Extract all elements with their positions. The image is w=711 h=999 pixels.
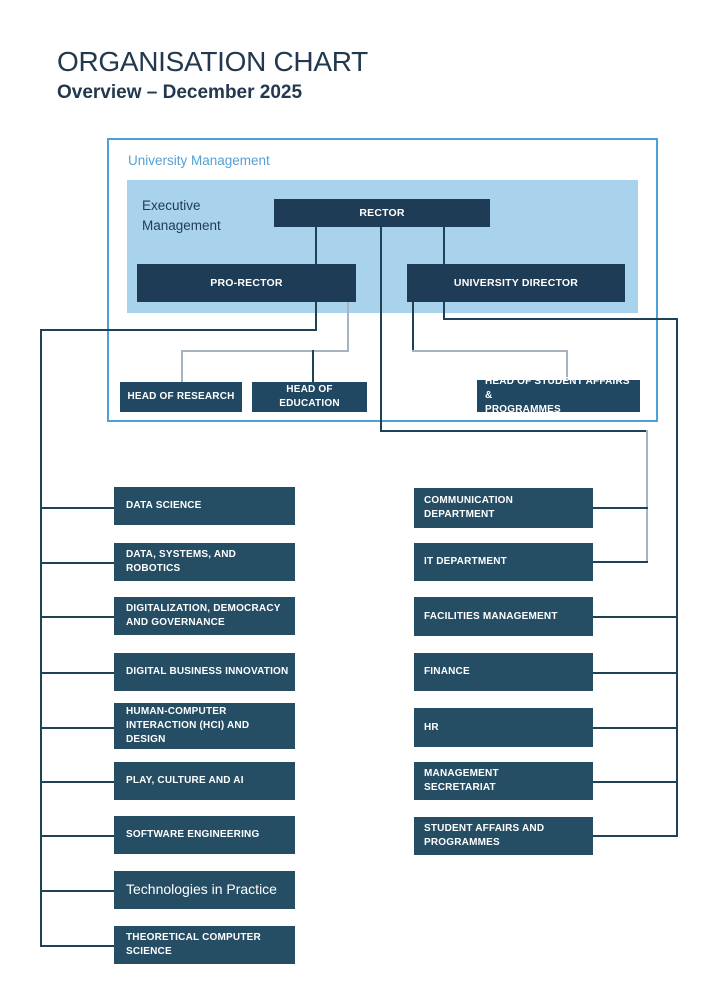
connector	[312, 350, 314, 382]
connector	[443, 318, 678, 320]
dept-box-data-science: DATA SCIENCE	[114, 487, 295, 525]
dept-box-communication-department: COMMUNICATION DEPARTMENT	[414, 488, 593, 528]
connector	[443, 302, 445, 320]
connector	[593, 727, 678, 729]
connector	[315, 227, 317, 264]
university-management-label: University Management	[128, 153, 270, 168]
university-management-frame	[107, 138, 658, 422]
connector	[181, 350, 349, 352]
connector	[676, 318, 678, 837]
executive-management-label: Executive Management	[142, 198, 221, 233]
connector	[40, 507, 114, 509]
connector	[443, 227, 445, 264]
org-box-rector: RECTOR	[274, 199, 490, 227]
org-box-head-of-student-affairs: HEAD OF STUDENT AFFAIRS & PROGRAMMES	[477, 376, 640, 415]
connector	[40, 329, 317, 331]
dept-box-data-systems-robotics: DATA, SYSTEMS, AND ROBOTICS	[114, 543, 295, 581]
dept-box-digitalization-democracy-governance: DIGITALIZATION, DEMOCRACY AND GOVERNANCE	[114, 597, 295, 635]
dept-box-finance: FINANCE	[414, 653, 593, 691]
connector	[40, 781, 114, 783]
connector	[412, 350, 568, 352]
connector	[593, 616, 678, 618]
connector	[40, 562, 114, 564]
dept-box-play-culture-ai: PLAY, CULTURE AND AI	[114, 762, 295, 800]
connector	[593, 781, 678, 783]
dept-box-it-department: IT DEPARTMENT	[414, 543, 593, 581]
connector	[181, 350, 183, 382]
connector	[380, 430, 648, 432]
connector	[347, 302, 349, 352]
org-box-university-director: UNIVERSITY DIRECTOR	[407, 264, 625, 302]
connector	[566, 350, 568, 380]
connector	[315, 302, 317, 329]
dept-box-digital-business-innovation: DIGITAL BUSINESS INNOVATION	[114, 653, 295, 691]
connector	[646, 430, 648, 562]
connector	[412, 302, 414, 352]
connector	[40, 945, 114, 947]
org-box-head-of-education: HEAD OF EDUCATION	[252, 382, 367, 412]
connector	[40, 672, 114, 674]
connector	[593, 507, 648, 509]
connector	[593, 561, 648, 563]
dept-box-hci-design: HUMAN-COMPUTER INTERACTION (HCI) AND DES…	[114, 703, 295, 749]
connector	[40, 329, 42, 947]
connector	[380, 227, 382, 432]
dept-box-hr: HR	[414, 708, 593, 747]
dept-box-facilities-management: FACILITIES MANAGEMENT	[414, 597, 593, 636]
dept-box-management-secretariat: MANAGEMENT SECRETARIAT	[414, 762, 593, 800]
connector	[40, 890, 114, 892]
dept-box-student-affairs-programmes: STUDENT AFFAIRS AND PROGRAMMES	[414, 817, 593, 855]
connector	[40, 727, 114, 729]
dept-box-theoretical-computer-science: THEORETICAL COMPUTER SCIENCE	[114, 926, 295, 964]
connector	[593, 672, 678, 674]
org-box-head-of-research: HEAD OF RESEARCH	[120, 382, 242, 412]
connector	[40, 835, 114, 837]
dept-box-technologies-in-practice: Technologies in Practice	[114, 871, 295, 909]
connector	[593, 835, 678, 837]
page-title: ORGANISATION CHART	[57, 46, 368, 77]
page-subtitle: Overview – December 2025	[57, 82, 303, 103]
dept-box-software-engineering: SOFTWARE ENGINEERING	[114, 816, 295, 854]
connector	[40, 616, 114, 618]
org-box-pro-rector: PRO-RECTOR	[137, 264, 356, 302]
